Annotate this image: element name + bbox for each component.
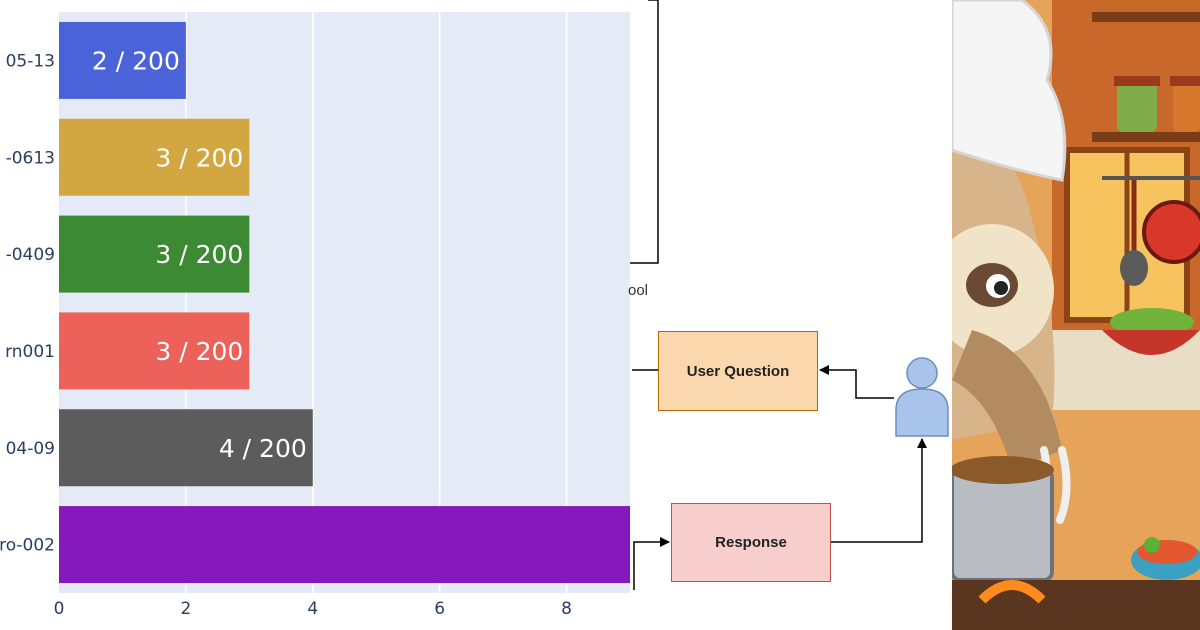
flow-diagram-connectors xyxy=(630,0,949,590)
sloth-chef-illustration xyxy=(952,0,1200,630)
bar-chart: 2 / 200 05-13 3 / 200 -0613 3 / 200 -0409 3 / … xyxy=(0,12,630,619)
x-tick-label: 4 xyxy=(307,599,318,619)
x-tick-label: 8 xyxy=(561,599,572,619)
bar xyxy=(59,506,630,584)
x-tick-label: 6 xyxy=(434,599,445,619)
user-question-node: User Question xyxy=(658,331,818,411)
bar-label: 3 / 200 xyxy=(155,143,243,172)
x-tick-label: 0 xyxy=(54,599,65,619)
bar xyxy=(59,409,313,487)
category-tick-label: 04-09 xyxy=(6,439,55,459)
bar-label: 4 / 200 xyxy=(219,434,307,463)
bar xyxy=(59,118,250,196)
bar-label: 2 / 200 xyxy=(92,46,180,75)
x-tick-label: 2 xyxy=(180,599,191,619)
bar xyxy=(59,215,250,293)
response-label: Response xyxy=(715,534,787,551)
category-tick-label: rn001 xyxy=(5,342,55,362)
bar-chart-panel: 2 / 200 05-13 3 / 200 -0613 3 / 200 -0409 3 / … xyxy=(0,12,630,619)
category-tick-label: -0409 xyxy=(6,245,55,265)
category-tick-label: ro-002 xyxy=(0,536,55,556)
user-icon xyxy=(895,357,949,437)
arrow-user-to-question xyxy=(819,365,894,399)
category-tick-label: 05-13 xyxy=(6,51,55,71)
response-node: Response xyxy=(671,503,831,582)
plot-area xyxy=(59,12,630,593)
bar-label: 3 / 200 xyxy=(155,337,243,366)
category-tick-label: -0613 xyxy=(6,148,55,168)
user-question-label: User Question xyxy=(686,362,790,380)
illustration-art xyxy=(952,0,1200,630)
tool-label: ool xyxy=(628,282,649,299)
arrow-response-to-user xyxy=(831,438,927,543)
arrow-to-response xyxy=(633,537,670,590)
flow-diagram-panel: ool User Question Response xyxy=(628,0,952,630)
bar-label: 3 / 200 xyxy=(155,240,243,269)
bracket-connector xyxy=(630,0,659,264)
bar xyxy=(59,312,250,390)
bar xyxy=(59,21,186,99)
